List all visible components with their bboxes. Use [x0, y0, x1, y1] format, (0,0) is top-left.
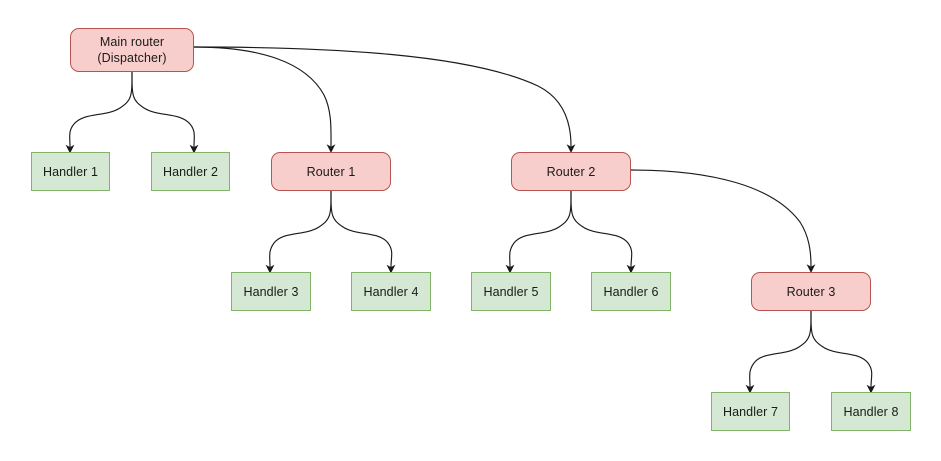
edge-main-to-router-1 [193, 46, 336, 153]
node-handler-4[interactable]: Handler 4 [351, 272, 431, 311]
node-handler-6[interactable]: Handler 6 [591, 272, 671, 311]
node-handler-1[interactable]: Handler 1 [31, 152, 110, 191]
node-router-1[interactable]: Router 1 [271, 152, 391, 191]
edge-router2-to-router-3 [630, 169, 816, 273]
node-handler-5-label: Handler 5 [483, 284, 539, 299]
edge-router2-to-handler-5 [505, 190, 572, 274]
edge-router3-to-handler-7 [745, 310, 812, 394]
edge-main-to-handler-2 [131, 71, 199, 154]
node-main-router[interactable]: Main router (Dispatcher) [70, 28, 194, 72]
edge-router1-to-handler-3 [265, 190, 332, 274]
node-handler-8-label: Handler 8 [843, 404, 899, 419]
node-router-2[interactable]: Router 2 [511, 152, 631, 191]
node-handler-2[interactable]: Handler 2 [151, 152, 230, 191]
edge-router1-to-handler-4 [330, 190, 396, 274]
node-handler-5[interactable]: Handler 5 [471, 272, 551, 311]
edge-router3-to-handler-8 [810, 310, 876, 394]
node-handler-7-label: Handler 7 [722, 404, 779, 419]
edge-main-to-router-2 [193, 46, 576, 153]
node-handler-3-label: Handler 3 [243, 284, 299, 299]
node-router-3[interactable]: Router 3 [751, 272, 871, 311]
node-handler-8[interactable]: Handler 8 [831, 392, 911, 431]
node-handler-7[interactable]: Handler 7 [711, 392, 790, 431]
node-handler-2-label: Handler 2 [162, 164, 219, 179]
node-router-3-label: Router 3 [786, 284, 836, 299]
node-handler-1-label: Handler 1 [42, 164, 99, 179]
edge-router2-to-handler-6 [570, 190, 636, 274]
node-handler-4-label: Handler 4 [363, 284, 419, 299]
node-router-1-label: Router 1 [306, 164, 356, 179]
node-router-2-label: Router 2 [546, 164, 596, 179]
node-handler-6-label: Handler 6 [603, 284, 659, 299]
node-handler-3[interactable]: Handler 3 [231, 272, 311, 311]
edge-main-to-handler-1 [65, 71, 133, 154]
node-main-router-label: Main router (Dispatcher) [97, 35, 167, 65]
